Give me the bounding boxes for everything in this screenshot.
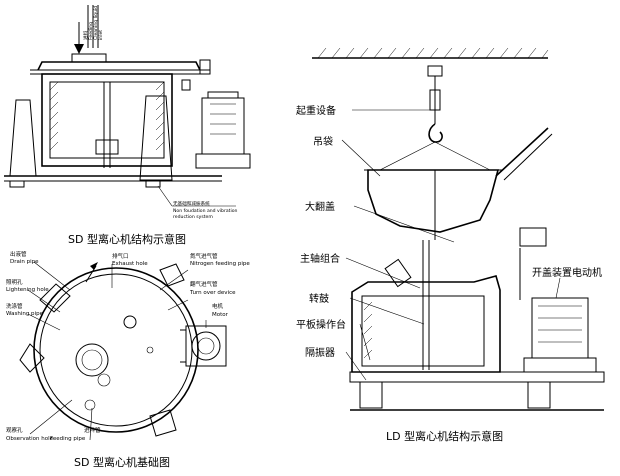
sd-note-en1: Non foudation and vibration — [173, 208, 238, 214]
fd-nitrogen-cn: 氮气进气管 — [190, 252, 218, 260]
ld-label-bag: 吊袋 — [313, 135, 333, 148]
fd-nitrogen-en: Nitrogen feeding pipe — [190, 261, 250, 267]
fd-exhaust-cn: 排气口 — [112, 252, 129, 260]
fd-exhaust-en: Exhaust hole — [112, 261, 148, 267]
sd-label-inlet: inlet — [98, 30, 104, 40]
fd-drain-cn: 出液管 — [10, 250, 27, 258]
fd-obs-cn: 观察孔 — [6, 426, 23, 434]
fd-wash-cn: 洗涤管 — [6, 302, 23, 310]
ld-label-lid-motor: 开盖装置电动机 — [532, 266, 602, 279]
fd-wash-en: Washing pipe — [6, 311, 44, 317]
sd-label-feeding-cn: 进料 — [82, 30, 89, 40]
fd-feed-cn: 进料管 — [84, 426, 101, 434]
fd-turnover-en: Turn over device — [189, 290, 236, 296]
ld-label-lid: 大翻盖 — [305, 200, 335, 213]
sd-label-cleaning: Cleaning liquid — [93, 6, 99, 40]
sd-foundation-drawing — [19, 261, 227, 441]
sd-label-feeding: Feeding — [88, 22, 94, 40]
caption-sd-foundation: SD 型离心机基础图 — [74, 455, 170, 469]
sd-note-cn: 无基础和减振系统 — [173, 200, 210, 207]
fd-drain-en: Drain pipe — [10, 259, 39, 265]
fd-motor-en: Motor — [212, 312, 229, 318]
ld-structure-drawing — [312, 47, 605, 411]
sd-note-en2: reduction system — [173, 214, 213, 220]
ld-label-platform: 平板操作台 — [296, 318, 346, 331]
ld-label-isolator: 隔振器 — [305, 346, 335, 359]
fd-light-en: Lightening hole — [6, 287, 49, 293]
fd-motor-cn: 电机 — [212, 302, 224, 310]
ld-label-hoist: 起重设备 — [296, 104, 336, 117]
ld-label-drum: 转鼓 — [309, 292, 329, 305]
fd-feed-en: Feeding pipe — [50, 436, 86, 442]
fd-obs-en: Observation hole — [6, 436, 54, 442]
sd-structure-drawing — [4, 5, 251, 207]
fd-turnover-cn: 翻气进气管 — [190, 280, 218, 288]
caption-ld-structure: LD 型离心机结构示意图 — [386, 429, 503, 443]
ld-label-spindle: 主轴组合 — [300, 252, 340, 265]
caption-sd-structure: SD 型离心机结构示意图 — [68, 232, 186, 246]
fd-light-cn: 照明孔 — [6, 278, 23, 286]
